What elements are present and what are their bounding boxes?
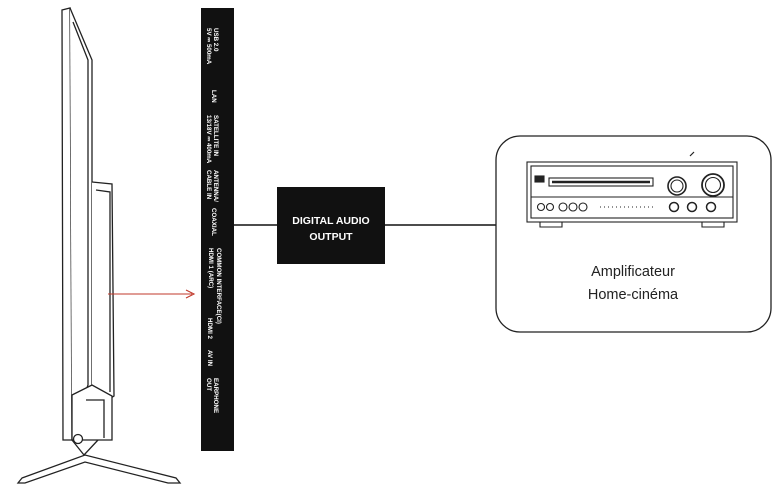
- port-label-usb-1: USB 2.0: [212, 28, 219, 52]
- amplifier-caption-line1: Amplificateur: [591, 264, 675, 280]
- port-label-coaxial: COAXIAL: [210, 208, 217, 236]
- red-arrow: [108, 289, 196, 299]
- port-label-hdmi2: HDMI 2: [206, 318, 213, 340]
- tv-side-view: [16, 7, 182, 484]
- digital-audio-label-line2: OUTPUT: [309, 231, 353, 243]
- port-label-antenna-1: ANTENNA/: [212, 170, 219, 202]
- amplifier-card: Amplificateur Home-cinéma: [495, 135, 772, 333]
- port-label-earphone-2: OUT: [205, 378, 212, 391]
- connector-panel-background: [201, 8, 234, 451]
- port-label-hdmi1: HDMI 1 (ARC): [207, 248, 214, 288]
- connector-panel: USB 2.0 5V ⎓ 500mA LAN SATELLITE IN 13/1…: [201, 8, 234, 451]
- port-label-common-interface: COMMON INTERFACE(CI): [215, 248, 222, 324]
- port-label-satellite-1: SATELLITE IN: [212, 115, 219, 157]
- port-label-satellite-2: 13/18V ⎓ 400mA: [205, 115, 212, 164]
- digital-audio-label-line1: DIGITAL AUDIO: [292, 215, 369, 227]
- port-label-antenna-2: CABLE IN: [205, 170, 212, 200]
- digital-audio-output-box: DIGITAL AUDIO OUTPUT: [277, 187, 385, 264]
- port-label-usb-2: 5V ⎓ 500mA: [205, 28, 212, 65]
- amplifier-icon: [526, 151, 738, 228]
- port-label-av-in: AV IN: [206, 350, 213, 367]
- port-label-lan: LAN: [210, 90, 217, 103]
- amplifier-caption-line2: Home-cinéma: [588, 287, 679, 303]
- port-label-earphone-1: EARPHONE: [212, 378, 219, 413]
